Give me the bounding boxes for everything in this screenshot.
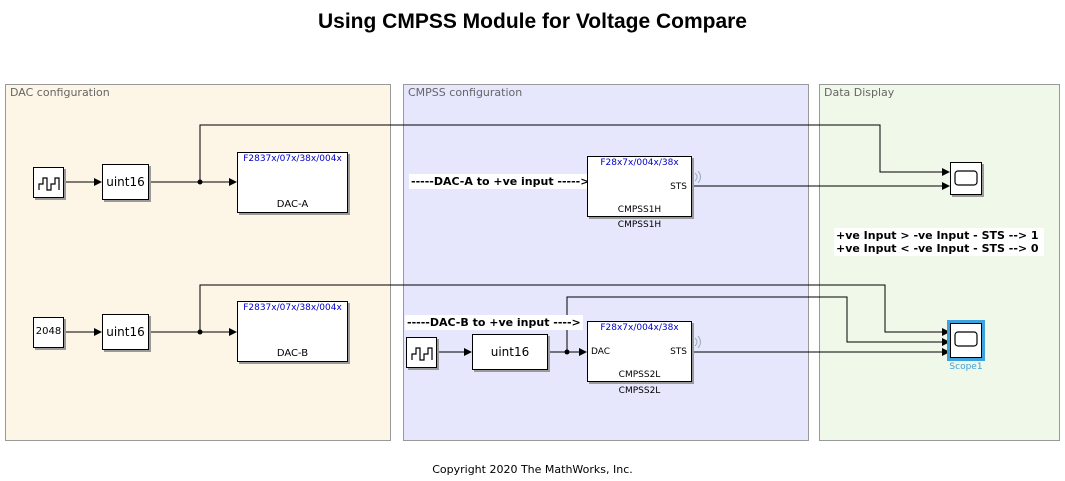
data-type-conversion-block-2[interactable]: uint16: [102, 314, 149, 350]
display-area-label: Data Display: [824, 86, 895, 99]
dac-b-header: F2837x/07x/38x/004x: [243, 303, 342, 313]
cmpss1h-inner-label: CMPSS1H: [617, 205, 662, 215]
wireless-icon: [694, 336, 701, 348]
scope-block[interactable]: [950, 162, 982, 195]
staircase-icon: [38, 177, 60, 191]
cmpss1h-block[interactable]: F28x7x/004x/38x STS CMPSS1H: [587, 156, 701, 217]
sts-rule-low: +ve Input < -ve Input - STS --> 0: [836, 242, 1039, 255]
cmpss2l-header: F28x7x/004x/38x: [600, 323, 679, 333]
cmpss2l-sts-port: STS: [670, 347, 687, 357]
sts-rule-high: +ve Input > -ve Input - STS --> 1: [836, 229, 1039, 242]
cmpss2l-inner-label: CMPSS2L: [618, 370, 661, 380]
constant-block[interactable]: 2048: [33, 317, 64, 348]
repeating-sequence-stair-block-1[interactable]: [33, 167, 64, 198]
cmpss2l-block-name: CMPSS2L: [618, 386, 661, 396]
signal-line: [199, 284, 950, 336]
dac-a-label: DAC-A: [276, 199, 309, 210]
branch-point: [197, 179, 203, 185]
copyright-text: Copyright 2020 The MathWorks, Inc.: [432, 463, 633, 476]
cmpss2l-block[interactable]: F28x7x/004x/38x DAC STS CMPSS2L: [587, 321, 701, 382]
cmpss2l-dac-port: DAC: [591, 347, 611, 357]
sts-rules-annotation: +ve Input > -ve Input - STS --> 1 +ve In…: [834, 228, 1044, 256]
data-type-conversion-block-3[interactable]: uint16: [472, 334, 548, 370]
dac-b-label: DAC-B: [276, 348, 309, 359]
wireless-icon: [694, 171, 701, 183]
diagram-title: Using CMPSS Module for Voltage Compare: [318, 10, 747, 33]
staircase-icon: [411, 347, 433, 361]
branch-point: [197, 329, 203, 335]
scope-icon: [954, 170, 978, 186]
conversion-label: uint16: [106, 175, 145, 189]
cmpss1h-sts-port: STS: [670, 182, 687, 192]
dac-configuration-area[interactable]: DAC configuration: [5, 84, 391, 441]
signal-line: [199, 124, 950, 182]
cmpss1h-block-name: CMPSS1H: [617, 220, 662, 230]
cmpss-area-label: CMPSS configuration: [408, 86, 523, 99]
cmpss1h-header: F28x7x/004x/38x: [600, 158, 679, 168]
constant-value: 2048: [35, 326, 62, 337]
branch-point: [564, 349, 570, 355]
conversion-label: uint16: [106, 325, 145, 339]
scope-icon: [954, 331, 978, 347]
dac-b-block[interactable]: F2837x/07x/38x/004x DAC-B: [237, 301, 348, 362]
dac-a-block[interactable]: F2837x/07x/38x/004x DAC-A: [237, 152, 348, 213]
data-display-area[interactable]: Data Display: [819, 84, 1060, 441]
scope1-name: Scope1: [949, 362, 983, 372]
repeating-sequence-stair-block-2[interactable]: [406, 337, 437, 368]
data-type-conversion-block-1[interactable]: uint16: [102, 164, 149, 200]
scope1-block[interactable]: [950, 323, 982, 358]
dac-a-header: F2837x/07x/38x/004x: [243, 154, 342, 164]
dac-area-label: DAC configuration: [10, 86, 110, 99]
dac-a-annotation: -----DAC-A to +ve input ----->: [409, 174, 592, 189]
conversion-label: uint16: [490, 345, 530, 359]
dac-b-annotation: -----DAC-B to +ve input ---->: [405, 315, 583, 330]
